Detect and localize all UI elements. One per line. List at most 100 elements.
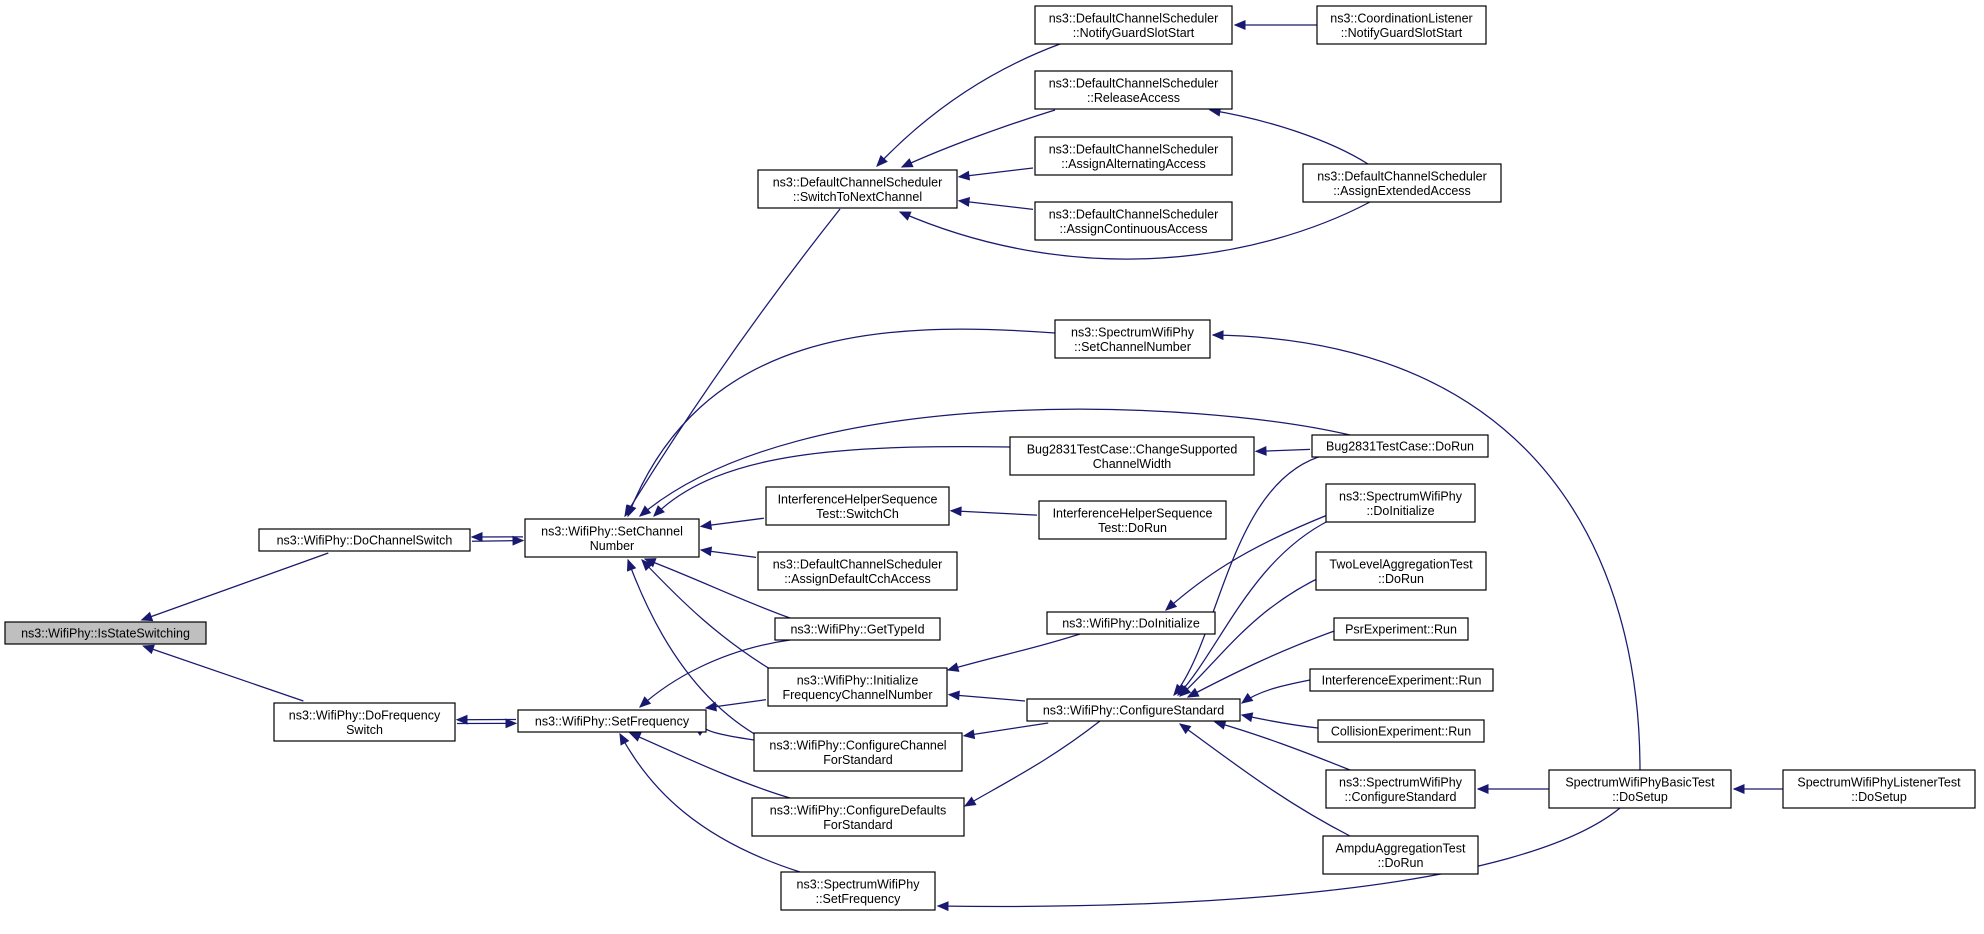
- node-label-line: Number: [590, 539, 634, 553]
- node-do-channel-switch[interactable]: ns3::WifiPhy::DoChannelSwitch: [258, 528, 471, 552]
- node-set-channel-number[interactable]: ns3::WifiPhy::SetChannelNumber: [524, 518, 700, 558]
- node-box: [1009, 436, 1255, 476]
- node-label-line: ::DoRun: [1378, 856, 1424, 870]
- node-box: [1026, 698, 1241, 722]
- node-is-state-switching[interactable]: ns3::WifiPhy::IsStateSwitching: [4, 621, 207, 645]
- edge-arrowhead: [627, 504, 637, 518]
- node-label-line: ns3::WifiPhy::ConfigureStandard: [1043, 704, 1224, 718]
- node-label-line: ns3::WifiPhy::DoInitialize: [1062, 617, 1200, 631]
- node-assign-alternating-access[interactable]: ns3::DefaultChannelScheduler::AssignAlte…: [1034, 136, 1233, 176]
- edge-line: [1173, 454, 1326, 696]
- edge-line: [641, 559, 781, 676]
- node-change-supported-channel-width[interactable]: Bug2831TestCase::ChangeSupportedChannelW…: [1009, 436, 1255, 476]
- node-box: [753, 732, 963, 772]
- edge-notifyGuardSlotStart-to-switchToNextChannel: [876, 43, 1061, 167]
- edge-doInitialize-to-initializeFreqChannel: [946, 633, 1081, 672]
- node-label-line: ns3::SpectrumWifiPhy: [1339, 489, 1463, 503]
- edge-doChannelSwitch-to-isStateSwitching: [140, 552, 329, 622]
- node-label-line: SpectrumWifiPhyBasicTest: [1565, 775, 1715, 789]
- edge-interferenceRun-to-configureStandard: [1240, 679, 1311, 704]
- node-spectrum-set-frequency[interactable]: ns3::SpectrumWifiPhy::SetFrequency: [780, 871, 936, 911]
- node-label-line: Bug2831TestCase::DoRun: [1326, 440, 1474, 454]
- edge-spectrumSetFrequency-to-setFrequency: [619, 732, 801, 873]
- node-label-line: Test::SwitchCh: [816, 507, 899, 521]
- edge-arrowhead: [699, 520, 713, 530]
- node-get-type-id[interactable]: ns3::WifiPhy::GetTypeId: [774, 617, 941, 641]
- edge-spectrumDoInitialize-to-doInitialize: [1165, 513, 1331, 611]
- node-release-access[interactable]: ns3::DefaultChannelScheduler::ReleaseAcc…: [1034, 70, 1233, 110]
- node-box: [524, 518, 700, 558]
- edge-line: [901, 109, 1056, 168]
- edge-arrowhead: [1213, 720, 1227, 730]
- node-set-frequency[interactable]: ns3::WifiPhy::SetFrequency: [517, 709, 707, 733]
- node-configure-channel-for-standard[interactable]: ns3::WifiPhy::ConfigureChannelForStandar…: [753, 732, 963, 772]
- node-label-line: ns3::WifiPhy::ConfigureChannel: [769, 738, 946, 752]
- node-psr-run[interactable]: PsrExperiment::Run: [1333, 617, 1469, 641]
- node-label-line: Bug2831TestCase::ChangeSupported: [1027, 442, 1238, 456]
- edge-arrowhead: [1240, 712, 1254, 723]
- edge-releaseAccess-to-switchToNextChannel: [900, 109, 1056, 168]
- edge-getTypeId-to-setChannelNumber: [643, 558, 791, 619]
- node-do-initialize[interactable]: ns3::WifiPhy::DoInitialize: [1046, 611, 1216, 635]
- edge-assignDefaultCchAccess-to-setChannelNumber: [699, 546, 757, 558]
- edge-configureStandard-to-configureDefaultsForStandard: [963, 720, 1101, 807]
- node-label-line: InterferenceHelperSequence: [1053, 506, 1213, 520]
- node-box: [1034, 5, 1233, 45]
- node-box: [517, 709, 707, 733]
- node-label-line: ns3::DefaultChannelScheduler: [1317, 169, 1487, 183]
- node-label-line: Switch: [346, 723, 383, 737]
- edge-arrowhead: [876, 154, 888, 167]
- edge-arrowhead: [653, 505, 665, 517]
- node-ampdu-do-run[interactable]: AmpduAggregationTest::DoRun: [1322, 835, 1479, 875]
- node-label-line: CollisionExperiment::Run: [1331, 725, 1471, 739]
- node-collision-run[interactable]: CollisionExperiment::Run: [1317, 719, 1485, 743]
- edge-arrowhead: [455, 714, 468, 725]
- node-two-level-agg-do-run[interactable]: TwoLevelAggregationTest::DoRun: [1315, 551, 1487, 591]
- node-label-line: ns3::WifiPhy::IsStateSwitching: [21, 627, 190, 641]
- node-notify-guard-slot-start[interactable]: ns3::DefaultChannelScheduler::NotifyGuar…: [1034, 5, 1233, 45]
- edge-line: [629, 732, 791, 799]
- edge-initializeFreqChannel-to-setChannelNumber: [641, 559, 781, 676]
- node-assign-extended-access[interactable]: ns3::DefaultChannelScheduler::AssignExte…: [1302, 163, 1502, 203]
- edge-arrowhead: [1177, 683, 1189, 696]
- node-configure-standard[interactable]: ns3::WifiPhy::ConfigureStandard: [1026, 698, 1241, 722]
- node-interference-run[interactable]: InterferenceExperiment::Run: [1309, 668, 1494, 692]
- node-bug2831-do-run[interactable]: Bug2831TestCase::DoRun: [1311, 434, 1489, 458]
- node-switch-to-next-channel[interactable]: ns3::DefaultChannelScheduler::SwitchToNe…: [757, 169, 958, 209]
- edge-arrowhead: [1732, 784, 1745, 794]
- node-assign-default-cch-access[interactable]: ns3::DefaultChannelScheduler::AssignDefa…: [757, 551, 958, 591]
- edge-arrowhead: [704, 701, 717, 712]
- node-label-line: AmpduAggregationTest: [1336, 841, 1466, 855]
- edge-arrowhead: [639, 505, 652, 517]
- node-spectrum-set-channel-number[interactable]: ns3::SpectrumWifiPhy::SetChannelNumber: [1054, 319, 1211, 359]
- node-label-line: ForStandard: [823, 753, 893, 767]
- edge-line: [619, 733, 801, 873]
- node-assign-continuous-access[interactable]: ns3::DefaultChannelScheduler::AssignCont…: [1034, 201, 1233, 241]
- node-coord-notify-guard-slot-start[interactable]: ns3::CoordinationListener::NotifyGuardSl…: [1316, 5, 1487, 45]
- node-configure-defaults-for-standard[interactable]: ns3::WifiPhy::ConfigureDefaultsForStanda…: [751, 797, 965, 837]
- node-basic-test-do-setup[interactable]: SpectrumWifiPhyBasicTest::DoSetup: [1548, 769, 1732, 809]
- edge-line: [947, 633, 1081, 671]
- edge-line: [1187, 628, 1341, 698]
- node-box: [1034, 136, 1233, 176]
- node-label-line: ::DoInitialize: [1366, 504, 1434, 518]
- node-label-line: ns3::WifiPhy::GetTypeId: [790, 623, 924, 637]
- node-spectrum-do-initialize[interactable]: ns3::SpectrumWifiPhy::DoInitialize: [1325, 483, 1476, 523]
- edge-line: [141, 552, 329, 621]
- edge-getTypeId-to-setFrequency: [639, 639, 791, 708]
- edge-bug2831DoRun-to-setChannelNumber: [639, 408, 1351, 517]
- node-spectrum-configure-standard[interactable]: ns3::SpectrumWifiPhy::ConfigureStandard: [1325, 769, 1476, 809]
- node-label-line: InterferenceExperiment::Run: [1322, 674, 1482, 688]
- edge-basicTestDoSetup-to-spectrumConfigureStandard: [1476, 784, 1549, 794]
- node-initialize-freq-channel[interactable]: ns3::WifiPhy::InitializeFrequencyChannel…: [767, 667, 948, 707]
- node-box: [1548, 769, 1732, 809]
- edge-spectrumDoInitialize-to-configureStandard: [1177, 519, 1331, 696]
- node-label-line: ::AssignDefaultCchAccess: [784, 572, 931, 586]
- edge-arrowhead: [699, 546, 713, 557]
- node-label-line: ForStandard: [823, 818, 893, 832]
- node-box: [1302, 163, 1502, 203]
- node-listener-test-do-setup[interactable]: SpectrumWifiPhyListenerTest::DoSetup: [1782, 769, 1976, 809]
